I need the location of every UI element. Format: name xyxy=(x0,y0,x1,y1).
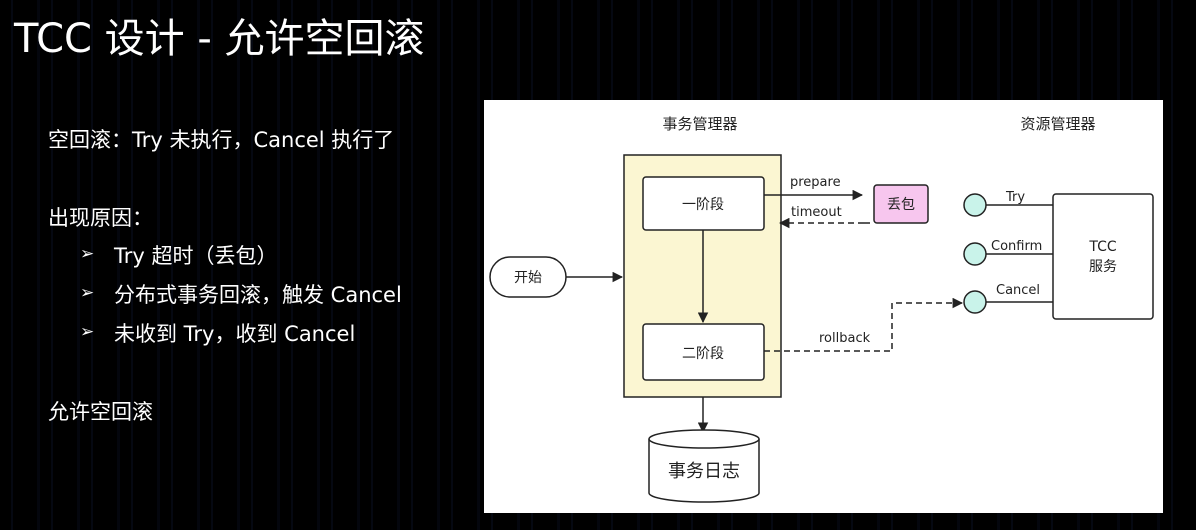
tcc-service-line1: TCC xyxy=(1088,239,1117,255)
port-confirm: Confirm xyxy=(963,239,1053,266)
bullet-arrow-icon: ➢ xyxy=(80,283,95,303)
phase2-label: 二阶段 xyxy=(682,346,724,362)
transaction-log-label: 事务日志 xyxy=(668,461,740,482)
tcc-service-box xyxy=(1052,193,1154,320)
port-cancel-label: Cancel xyxy=(996,283,1040,298)
cause-text: 未收到 Try，收到 Cancel xyxy=(114,322,356,346)
transaction-log-cylinder xyxy=(648,429,760,503)
resource-manager-header: 资源管理器 xyxy=(1020,115,1095,133)
phase1-label: 一阶段 xyxy=(682,197,724,213)
port-try: Try xyxy=(963,190,1053,217)
conclusion-text: 允许空回滚 xyxy=(48,400,153,424)
tcc-service-line2: 服务 xyxy=(1089,259,1117,275)
slide-title: TCC 设计 - 允许空回滚 xyxy=(14,16,425,62)
bullet-arrow-icon: ➢ xyxy=(80,244,95,264)
lost-packet-box xyxy=(873,184,929,224)
start-label: 开始 xyxy=(514,270,542,286)
causes-heading: 出现原因： xyxy=(48,206,153,230)
cause-text: Try 超时（丢包） xyxy=(114,244,278,268)
prepare-label: prepare xyxy=(790,175,841,190)
lost-packet-label: 丢包 xyxy=(887,197,915,213)
port-try-label: Try xyxy=(1005,190,1025,205)
port-cancel: Cancel xyxy=(963,283,1053,314)
cancel-port-icon xyxy=(963,290,987,314)
tcc-diagram: 事务管理器 资源管理器 一阶段 二阶段 开始 prepare 丢包 timeou… xyxy=(489,115,1154,503)
rollback-arrow xyxy=(764,297,964,352)
timeout-label: timeout xyxy=(791,205,842,220)
definition-text: 空回滚：Try 未执行，Cancel 执行了 xyxy=(48,128,395,152)
confirm-port-icon xyxy=(963,242,987,266)
diagram-panel: 事务管理器 资源管理器 一阶段 二阶段 开始 prepare 丢包 timeou… xyxy=(484,100,1163,513)
rollback-label: rollback xyxy=(819,331,871,346)
cause-text: 分布式事务回滚，触发 Cancel xyxy=(114,283,402,307)
try-port-icon xyxy=(963,193,987,217)
phase2-box xyxy=(642,323,765,381)
port-confirm-label: Confirm xyxy=(991,239,1042,254)
bullet-arrow-icon: ➢ xyxy=(80,322,95,342)
transaction-manager-header: 事务管理器 xyxy=(662,115,737,133)
